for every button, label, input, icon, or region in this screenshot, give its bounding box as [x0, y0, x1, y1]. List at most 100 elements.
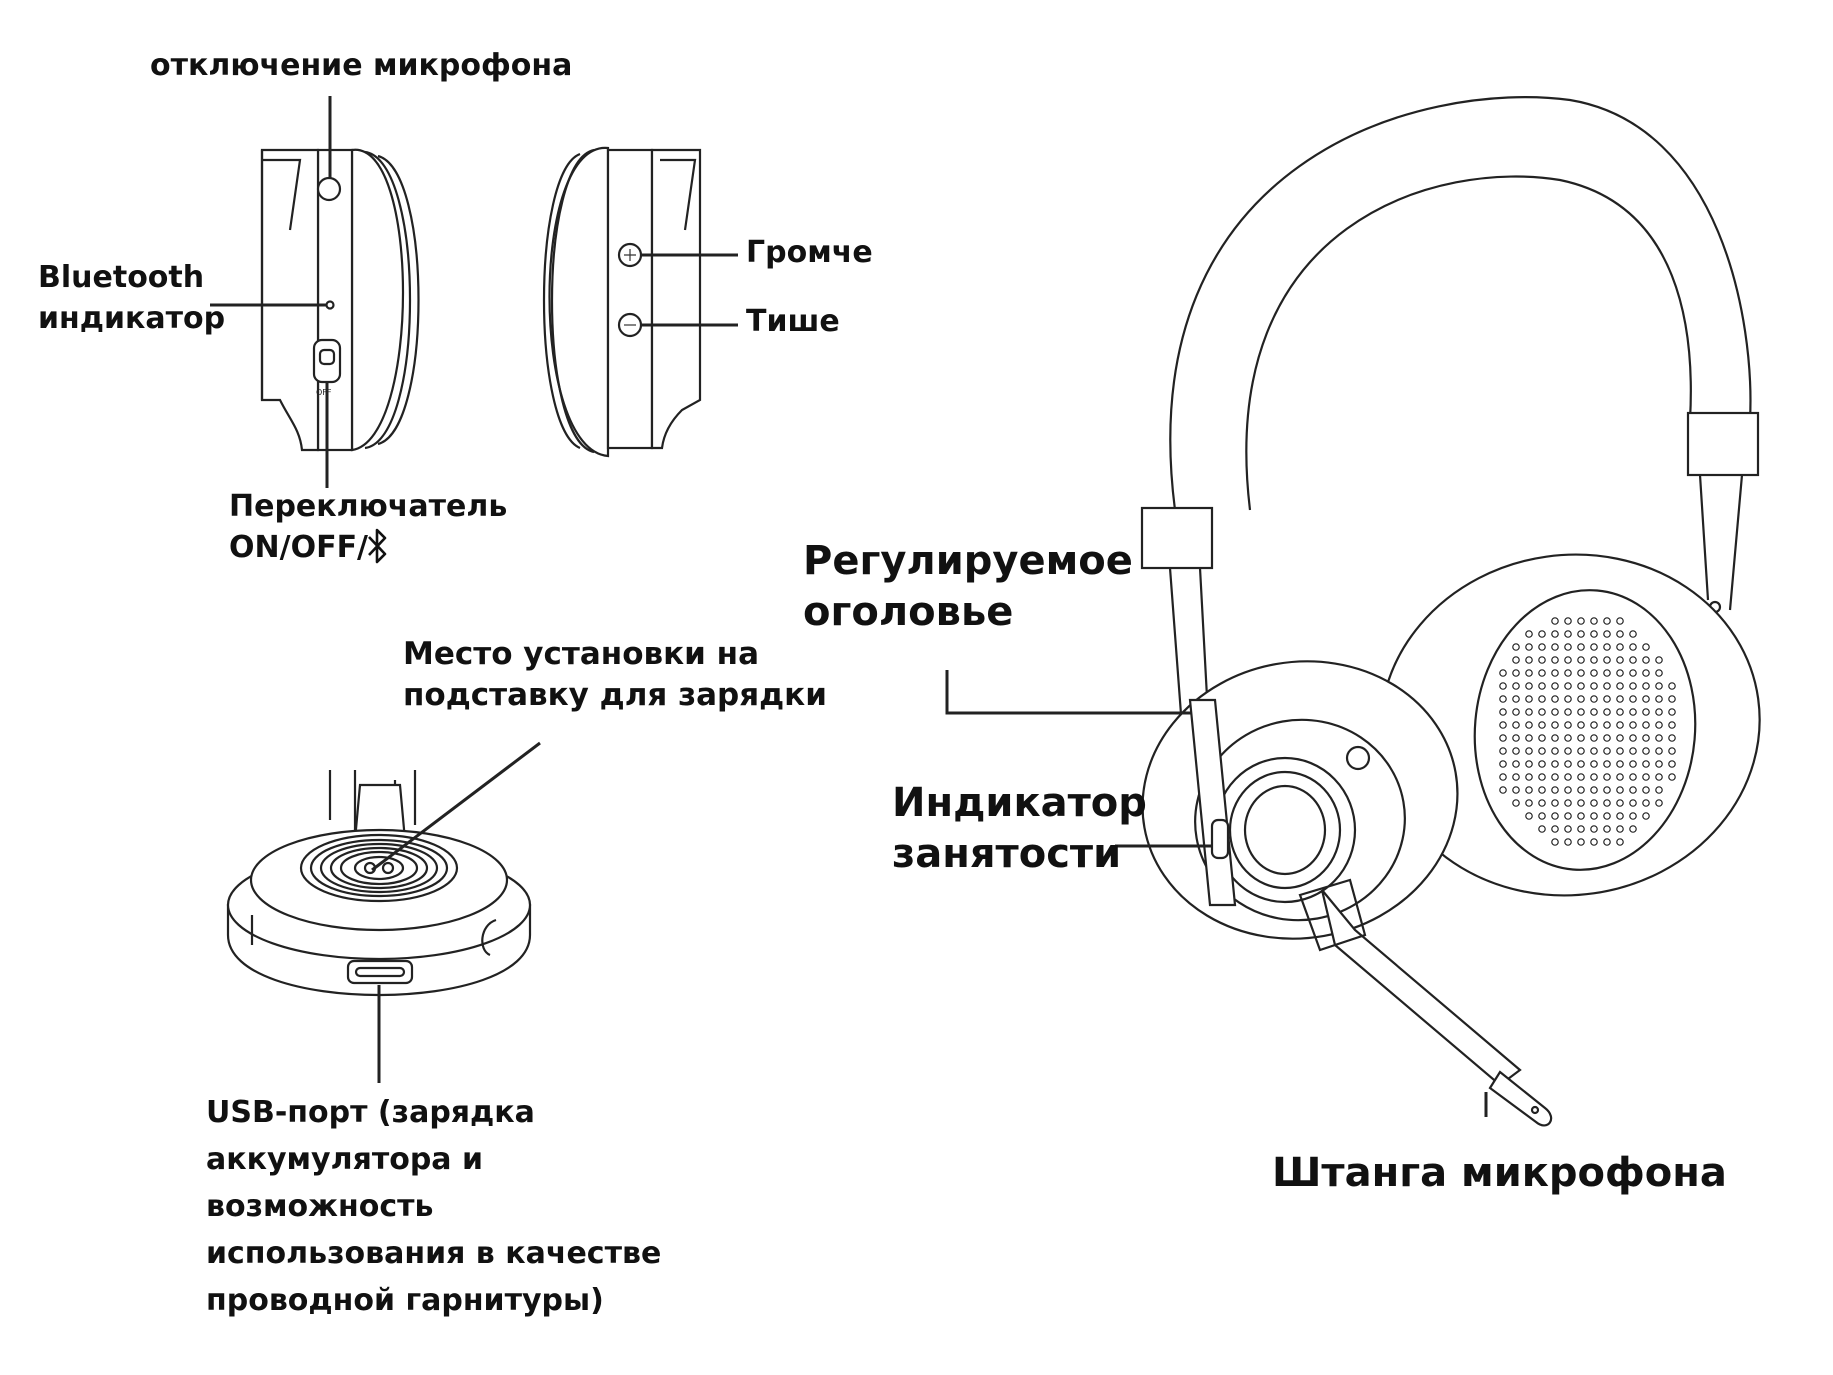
grille-dot — [1590, 773, 1598, 781]
switch-off-marking: OFF — [316, 388, 332, 397]
grille-dot — [1525, 786, 1533, 794]
grille-dot — [1551, 669, 1559, 677]
power-switch-label: Переключатель ON/OFF/ — [229, 486, 507, 569]
grille-dot — [1629, 656, 1637, 664]
grille-dot — [1590, 825, 1598, 833]
grille-dot — [1590, 643, 1598, 651]
grille-dot — [1642, 734, 1650, 742]
grille-dot — [1538, 708, 1546, 716]
grille-dot — [1538, 734, 1546, 742]
grille-dot — [1564, 825, 1572, 833]
grille-dot — [1603, 721, 1611, 729]
grille-dot — [1603, 773, 1611, 781]
grille-dot — [1616, 799, 1624, 807]
grille-dot — [1577, 773, 1585, 781]
grille-dot — [1564, 812, 1572, 820]
grille-dot — [1499, 747, 1507, 755]
grille-dot — [1668, 708, 1676, 716]
grille-dot — [1629, 721, 1637, 729]
grille-dot — [1590, 786, 1598, 794]
grille-dot — [1616, 773, 1624, 781]
grille-dot — [1629, 747, 1637, 755]
grille-dot — [1655, 786, 1663, 794]
grille-dot — [1564, 643, 1572, 651]
grille-dot — [1629, 760, 1637, 768]
grille-dot — [1525, 747, 1533, 755]
grille-dot — [1642, 682, 1650, 690]
grille-dot — [1564, 708, 1572, 716]
grille-dot — [1603, 630, 1611, 638]
grille-dot — [1603, 747, 1611, 755]
grille-dot — [1629, 630, 1637, 638]
grille-dot — [1551, 825, 1559, 833]
grille-dot — [1538, 773, 1546, 781]
grille-dot — [1538, 682, 1546, 690]
grille-dot — [1499, 682, 1507, 690]
grille-dot — [1564, 799, 1572, 807]
grille-dot — [1616, 682, 1624, 690]
grille-dot — [1655, 721, 1663, 729]
grille-dot — [1603, 734, 1611, 742]
grille-dot — [1668, 682, 1676, 690]
grille-dot — [1538, 656, 1546, 664]
grille-dot — [1642, 773, 1650, 781]
grille-dot — [1512, 682, 1520, 690]
charging-mount-leader — [371, 741, 541, 872]
grille-dot — [1629, 825, 1637, 833]
grille-dot — [1616, 656, 1624, 664]
grille-dot — [1616, 695, 1624, 703]
grille-dot — [1655, 799, 1663, 807]
earcup-bottom-view — [226, 770, 532, 997]
grille-dot — [1577, 669, 1585, 677]
grille-dot — [1590, 760, 1598, 768]
grille-dot — [1668, 695, 1676, 703]
grille-dot — [1499, 786, 1507, 794]
charging-mount-label: Место установки на подставку для зарядки — [403, 636, 827, 714]
grille-dot — [1642, 695, 1650, 703]
grille-dot — [1551, 734, 1559, 742]
grille-dot — [1499, 760, 1507, 768]
power-switch-icon — [312, 338, 342, 384]
grille-dot — [1629, 669, 1637, 677]
grille-dot — [1590, 630, 1598, 638]
grille-dot — [1499, 669, 1507, 677]
volume-up-label: Громче — [746, 235, 873, 270]
grille-dot — [1538, 825, 1546, 833]
grille-dot — [1629, 773, 1637, 781]
grille-dot — [1538, 630, 1546, 638]
charging-contact-icon — [381, 861, 395, 875]
grille-dot — [1525, 812, 1533, 820]
grille-dot — [1499, 695, 1507, 703]
grille-dot — [1655, 734, 1663, 742]
busy-indicator-led-icon — [1210, 818, 1230, 860]
grille-dot — [1538, 799, 1546, 807]
grille-dot — [1655, 708, 1663, 716]
grille-dot — [1551, 747, 1559, 755]
grille-dot — [1603, 760, 1611, 768]
grille-dot — [1603, 786, 1611, 794]
grille-dot — [1512, 721, 1520, 729]
grille-dot — [1512, 799, 1520, 807]
grille-dot — [1525, 656, 1533, 664]
grille-dot — [1551, 643, 1559, 651]
grille-dot — [1590, 747, 1598, 755]
headband-label: Регулируемое оголовье — [803, 538, 1133, 636]
grille-dot — [1590, 812, 1598, 820]
grille-dot — [1538, 643, 1546, 651]
grille-dot — [1564, 617, 1572, 625]
grille-dot — [1551, 708, 1559, 716]
grille-dot — [1616, 760, 1624, 768]
grille-dot — [1668, 760, 1676, 768]
speaker-grille-dots — [1499, 617, 1676, 846]
grille-dot — [1512, 695, 1520, 703]
power-switch-text: Переключатель ON/OFF/ — [229, 489, 508, 566]
grille-dot — [1512, 760, 1520, 768]
grille-dot — [1499, 708, 1507, 716]
grille-dot — [1616, 838, 1624, 846]
grille-dot — [1551, 838, 1559, 846]
grille-dot — [1655, 656, 1663, 664]
mic-boom-label: Штанга микрофона — [1272, 1150, 1727, 1196]
grille-dot — [1577, 734, 1585, 742]
grille-dot — [1525, 669, 1533, 677]
grille-dot — [1603, 812, 1611, 820]
